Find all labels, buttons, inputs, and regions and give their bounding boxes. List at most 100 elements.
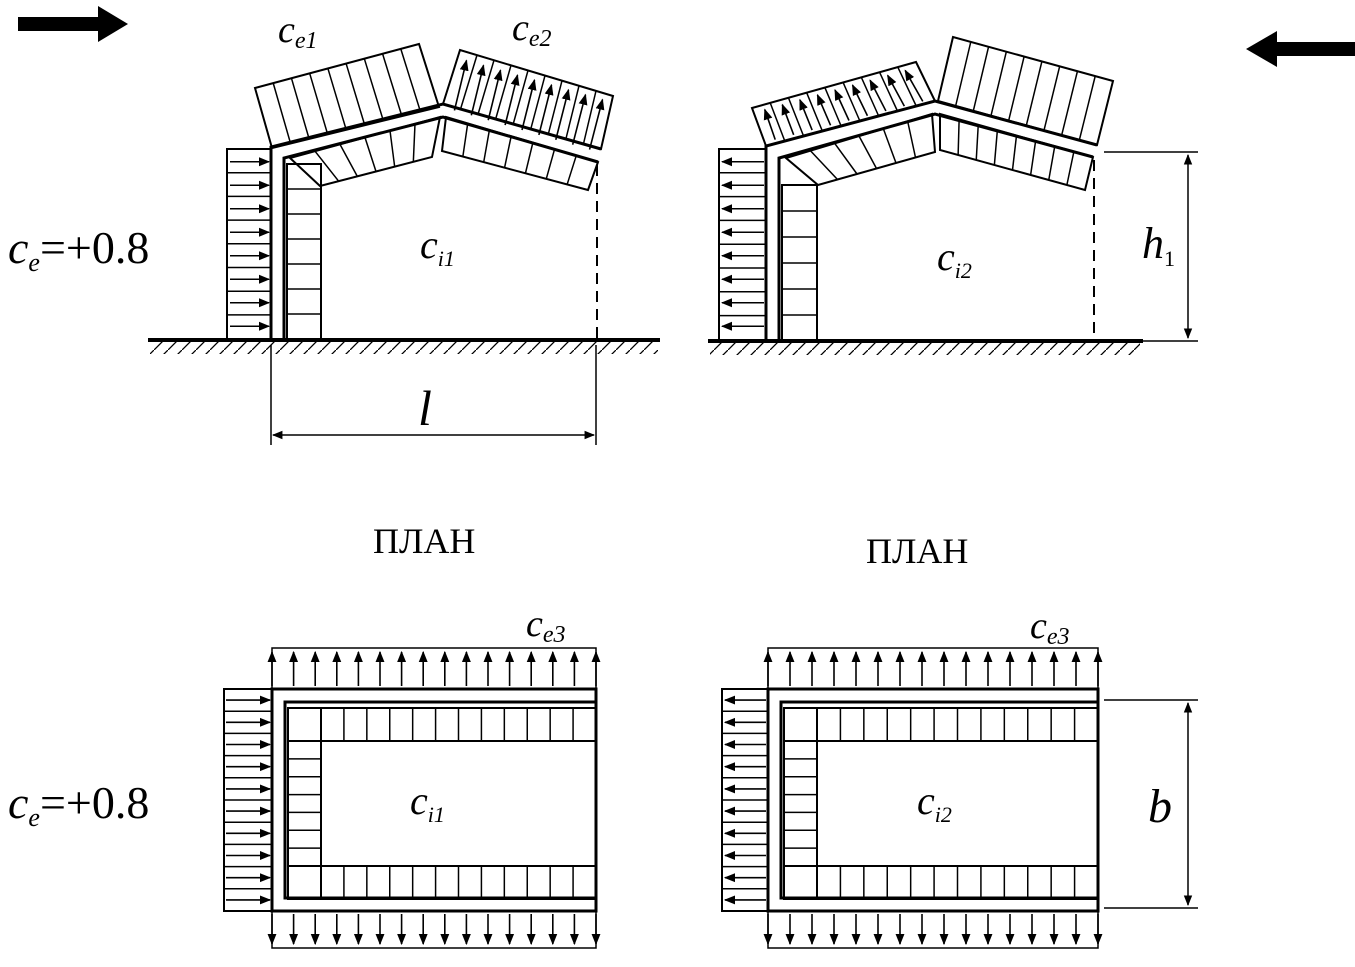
load-divider <box>1043 66 1061 131</box>
ce2-label: ce2 <box>512 7 552 52</box>
roof-left-internal-block <box>288 115 442 188</box>
load-divider <box>809 150 839 181</box>
load-divider <box>1029 140 1037 176</box>
load-divider <box>972 46 990 111</box>
roof-right-external-block <box>441 48 615 151</box>
load-arrow <box>588 98 605 150</box>
load-divider <box>327 68 347 130</box>
load-divider <box>842 82 861 122</box>
section-view-right <box>708 35 1198 355</box>
load-divider <box>314 150 340 182</box>
load-divider <box>524 142 534 174</box>
load-divider <box>308 73 329 135</box>
load-divider <box>566 155 578 185</box>
load-divider <box>482 129 491 163</box>
load-divider <box>272 82 292 144</box>
load-arrow <box>799 98 813 131</box>
span-l-label: l <box>418 380 432 436</box>
load-divider <box>462 123 469 157</box>
frame-inner <box>777 112 1094 341</box>
ce1-label: ce1 <box>278 9 318 54</box>
plan-internal-left <box>783 707 818 900</box>
load-arrow <box>504 74 520 126</box>
load-arrow <box>538 83 554 136</box>
load-divider <box>381 53 403 117</box>
load-arrow <box>571 93 588 145</box>
load-divider <box>824 87 842 127</box>
load-divider <box>363 58 385 121</box>
load-divider <box>882 128 897 164</box>
plan-internal-left <box>287 707 322 900</box>
load-divider <box>858 135 878 169</box>
section-view-left <box>148 42 660 445</box>
load-divider <box>512 70 529 125</box>
load-arrow <box>487 69 503 121</box>
load-divider <box>787 97 805 137</box>
internal-pressure-wall <box>286 163 322 340</box>
ce-main-label-top: ce=+0.8 <box>8 222 149 277</box>
load-divider <box>290 78 310 140</box>
load-arrow <box>834 88 850 121</box>
load-arrow <box>470 64 486 116</box>
ce3-label-right: ce3 <box>1030 605 1070 650</box>
ground-hatch <box>150 342 658 354</box>
load-divider <box>769 102 786 142</box>
load-arrow <box>886 74 906 107</box>
windward-arrows <box>227 157 271 331</box>
load-divider <box>1048 146 1056 181</box>
load-arrow <box>816 93 832 126</box>
load-divider <box>906 121 917 158</box>
load-divider <box>364 137 377 172</box>
roof-right-internal-block <box>440 115 600 192</box>
load-divider <box>805 92 824 132</box>
load-divider <box>1007 56 1025 121</box>
ci2-label-section: ci2 <box>937 234 972 283</box>
ci1-label-section: ci1 <box>420 222 455 271</box>
frame-inner <box>282 115 599 340</box>
roof-right-external-block <box>936 35 1115 147</box>
ci2-label-plan: ci2 <box>917 778 952 827</box>
load-divider <box>345 63 366 126</box>
ce3-label-left: ce3 <box>526 603 566 648</box>
plan-view-right <box>721 647 1198 949</box>
load-divider <box>1025 61 1043 126</box>
load-divider <box>1011 135 1018 171</box>
load-divider <box>878 71 899 112</box>
load-divider <box>565 85 580 140</box>
load-arrow <box>904 69 924 102</box>
load-divider <box>400 48 422 112</box>
load-arrow <box>851 84 869 117</box>
load-divider <box>477 60 495 115</box>
load-divider <box>494 65 512 120</box>
load-divider <box>993 130 999 166</box>
load-divider <box>860 77 880 117</box>
plan-title-left: ПЛАН <box>373 521 475 561</box>
load-divider <box>530 75 546 130</box>
load-divider <box>545 148 556 180</box>
load-divider <box>339 143 358 177</box>
load-divider <box>1078 75 1096 141</box>
load-divider <box>547 80 563 135</box>
b-label: b <box>1148 780 1172 833</box>
load-divider <box>459 54 478 110</box>
load-divider <box>834 142 858 175</box>
load-arrow <box>781 103 795 136</box>
load-divider <box>957 119 960 156</box>
load-divider <box>582 90 597 145</box>
wind-arrow-left-icon <box>1246 31 1355 67</box>
load-arrow <box>869 79 887 112</box>
load-arrow <box>555 88 571 140</box>
load-divider <box>1066 151 1075 186</box>
load-divider <box>389 130 396 167</box>
plan-title-right: ПЛАН <box>866 531 968 571</box>
wind-arrow-right-icon <box>18 6 128 42</box>
load-arrow <box>521 78 537 131</box>
load-divider <box>412 123 416 162</box>
ce-main-label-bottom: ce=+0.8 <box>8 777 149 832</box>
load-arrow <box>453 59 469 111</box>
load-divider <box>975 124 979 161</box>
load-divider <box>1060 71 1079 136</box>
plan-view-left <box>223 647 601 949</box>
